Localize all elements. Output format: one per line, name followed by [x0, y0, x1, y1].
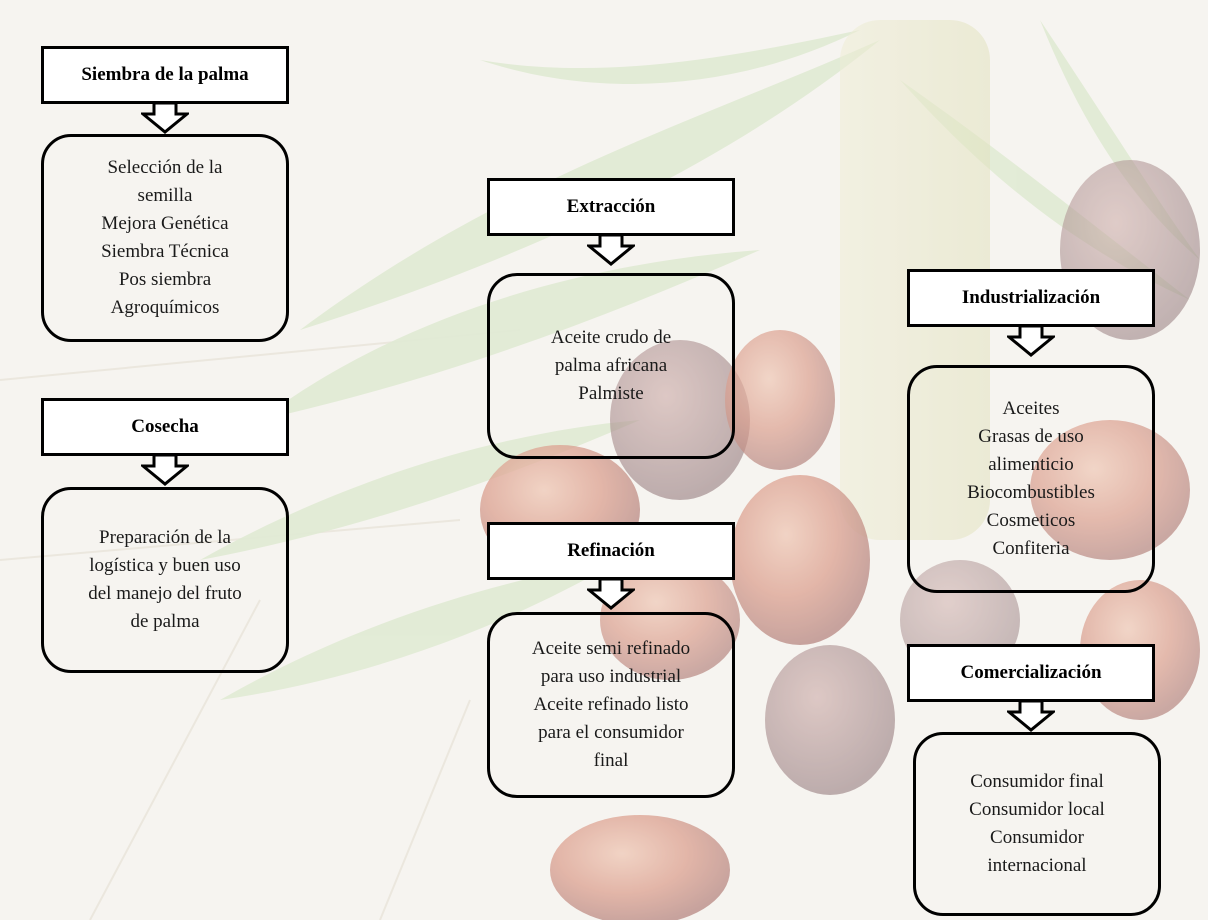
stage-line: Agroquímicos [110, 297, 220, 318]
down-arrow-icon [141, 454, 189, 486]
stage-lines-siembra: Selección de la semilla Mejora Genética … [101, 154, 229, 322]
stage-line: para uso industrial [540, 666, 682, 687]
stage-title-siembra: Siembra de la palma [81, 64, 249, 85]
down-arrow-icon [1007, 325, 1055, 357]
stage-line: Aceite semi refinado [531, 638, 691, 659]
stage-header-siembra: Siembra de la palma [41, 46, 289, 104]
down-arrow-icon [587, 234, 635, 266]
stage-title-extraccion: Extracción [566, 196, 656, 217]
stage-box-comercializacion: Consumidor final Consumidor local Consum… [913, 732, 1161, 916]
stage-line: Mejora Genética [101, 213, 229, 234]
stage-line: para el consumidor [538, 722, 684, 743]
stage-lines-comercializacion: Consumidor final Consumidor local Consum… [969, 768, 1105, 880]
stage-line: Preparación de la [99, 527, 231, 548]
stage-line: Selección de la [107, 157, 223, 178]
stage-line: de palma [130, 611, 200, 632]
stage-title-comercializacion: Comercialización [960, 662, 1102, 683]
stage-line: Siembra Técnica [101, 241, 229, 262]
stage-lines-extraccion: Aceite crudo de palma africana Palmiste [551, 324, 671, 408]
down-arrow-icon [141, 102, 189, 134]
stage-lines-cosecha: Preparación de la logística y buen uso d… [88, 524, 242, 636]
stage-lines-refinacion: Aceite semi refinado para uso industrial… [532, 635, 690, 775]
stage-line: Aceite refinado listo [533, 694, 689, 715]
stage-title-industrializacion: Industrialización [961, 287, 1101, 308]
stage-line: Palmiste [578, 383, 644, 404]
stage-box-extraccion: Aceite crudo de palma africana Palmiste [487, 273, 735, 459]
stage-line: Consumidor final [970, 771, 1104, 792]
stage-header-industrializacion: Industrialización [907, 269, 1155, 327]
stage-line: del manejo del fruto [88, 583, 242, 604]
stage-line: Aceites [1002, 398, 1060, 419]
stage-line: alimenticio [988, 454, 1074, 475]
stage-header-comercializacion: Comercialización [907, 644, 1155, 702]
stage-header-extraccion: Extracción [487, 178, 735, 236]
stage-line: Biocombustibles [967, 482, 1095, 503]
stage-line: Consumidor [990, 827, 1084, 848]
stage-line: Cosmeticos [986, 510, 1076, 531]
stage-box-cosecha: Preparación de la logística y buen uso d… [41, 487, 289, 673]
stage-line: palma africana [554, 355, 668, 376]
down-arrow-icon [1007, 700, 1055, 732]
stage-line: Confiteria [992, 538, 1070, 559]
stage-line: Pos siembra [118, 269, 212, 290]
stage-box-siembra: Selección de la semilla Mejora Genética … [41, 134, 289, 342]
down-arrow-icon [587, 578, 635, 610]
stage-line: logística y buen uso [89, 555, 241, 576]
stage-title-refinacion: Refinación [567, 540, 655, 561]
stage-box-industrializacion: Aceites Grasas de uso alimenticio Biocom… [907, 365, 1155, 593]
stage-lines-industrializacion: Aceites Grasas de uso alimenticio Biocom… [967, 395, 1095, 563]
stage-line: Grasas de uso [978, 426, 1084, 447]
stage-line: semilla [137, 185, 193, 206]
stage-line: Consumidor local [969, 799, 1105, 820]
stage-header-refinacion: Refinación [487, 522, 735, 580]
stage-line: internacional [987, 855, 1087, 876]
stage-line: Aceite crudo de [550, 327, 672, 348]
stage-box-refinacion: Aceite semi refinado para uso industrial… [487, 612, 735, 798]
stage-line: final [593, 750, 629, 771]
stage-title-cosecha: Cosecha [131, 416, 199, 437]
stage-header-cosecha: Cosecha [41, 398, 289, 456]
